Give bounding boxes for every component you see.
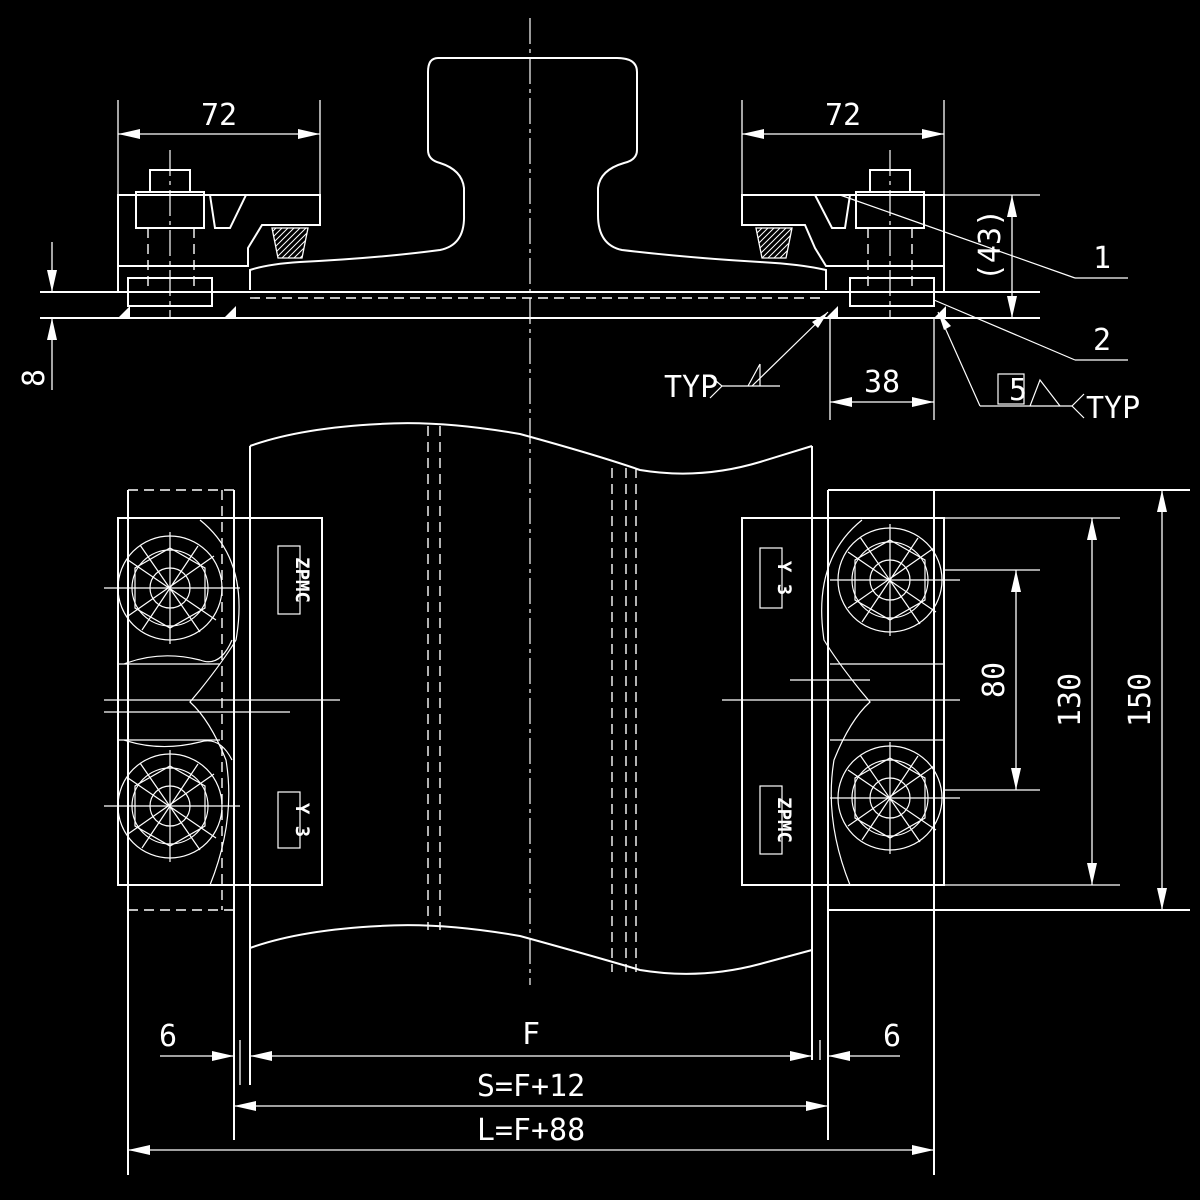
dim-l: L=F+88 bbox=[128, 1113, 934, 1155]
dim-8-text: 8 bbox=[17, 369, 52, 387]
dim-chain-f: 6 F 6 bbox=[159, 1017, 901, 1085]
weld-typ-right-label: TYP bbox=[1086, 391, 1140, 426]
left-clip-section bbox=[117, 150, 321, 318]
dim-72-left: 72 bbox=[117, 98, 321, 195]
section-view: 72 72 (43) 8 bbox=[17, 18, 1140, 985]
right-bolt-upper bbox=[830, 524, 960, 636]
part-2-label: 2 bbox=[1093, 323, 1111, 358]
right-marking-upper: Y 3 bbox=[773, 561, 795, 595]
dim-72-right-text: 72 bbox=[825, 98, 861, 133]
left-plate-plan: ZPMC Y 3 bbox=[104, 489, 340, 1175]
left-bolt-lower bbox=[104, 750, 240, 862]
right-plate-plan: Y 3 ZPMC bbox=[722, 489, 1190, 1175]
right-marking-lower: ZPMC bbox=[773, 797, 795, 843]
weld-typ-left-label: TYP bbox=[664, 370, 718, 405]
dim-6-left-text: 6 bbox=[159, 1019, 177, 1054]
right-bolt-lower bbox=[830, 742, 960, 854]
dim-150: 150 bbox=[1123, 490, 1167, 910]
dim-150-text: 150 bbox=[1123, 673, 1158, 727]
dim-130: 130 bbox=[944, 517, 1120, 886]
dim-f-text: F bbox=[522, 1017, 540, 1052]
weld-size-label: 5 bbox=[1009, 373, 1027, 408]
dim-38: 38 bbox=[829, 318, 935, 420]
dim-l-text: L=F+88 bbox=[477, 1113, 585, 1148]
plan-view: ZPMC Y 3 bbox=[104, 422, 1190, 1175]
dim-80: 80 bbox=[944, 569, 1040, 791]
dim-8: 8 bbox=[17, 242, 57, 390]
dim-38-text: 38 bbox=[864, 365, 900, 400]
part-leaders: 1 2 bbox=[839, 194, 1128, 361]
right-clip-section bbox=[741, 150, 946, 318]
weld-symbol-right: 5 TYP bbox=[937, 311, 1140, 426]
rail-profile bbox=[249, 57, 827, 290]
dim-43: (43) bbox=[944, 194, 1040, 318]
left-marking-upper: ZPMC bbox=[291, 557, 313, 603]
weld-symbol-left: TYP bbox=[664, 311, 829, 405]
rail-plan-outline bbox=[249, 422, 813, 1085]
left-marking-lower: Y 3 bbox=[291, 803, 313, 837]
dim-130-text: 130 bbox=[1053, 673, 1088, 727]
left-bolt-upper bbox=[104, 532, 240, 644]
dim-80-text: 80 bbox=[977, 662, 1012, 698]
dim-72-right: 72 bbox=[741, 98, 945, 195]
part-1-label: 1 bbox=[1093, 241, 1111, 276]
dim-s-text: S=F+12 bbox=[477, 1069, 585, 1104]
dim-72-left-text: 72 bbox=[201, 98, 237, 133]
dim-43-text: (43) bbox=[973, 209, 1008, 281]
dim-s: S=F+12 bbox=[234, 1069, 828, 1111]
dim-6-right-text: 6 bbox=[883, 1019, 901, 1054]
